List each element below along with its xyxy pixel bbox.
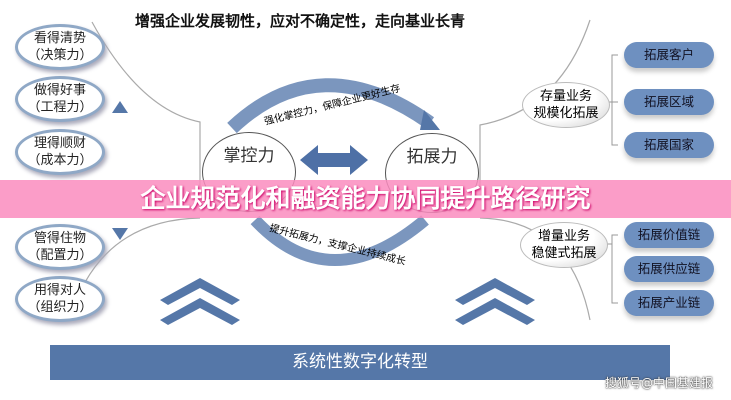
pill-item: 拓展国家	[624, 132, 714, 158]
pill-item: 拓展价值链	[624, 222, 714, 248]
top-arc	[227, 78, 435, 134]
left-item: 做得好事（工程力）	[15, 76, 105, 122]
pill-item: 拓展供应链	[624, 256, 714, 282]
down-triangle-icon	[112, 228, 128, 240]
overlay-title-band: 企业规范化和融资能力协同提升路径研究	[0, 180, 731, 218]
bottom-arc	[250, 215, 429, 266]
chevron-up-icon	[160, 278, 240, 325]
left-item: 管得住物（配置力）	[15, 224, 105, 270]
pill-item: 拓展客户	[624, 42, 714, 68]
top-title: 增强企业发展韧性，应对不确定性，走向基业长青	[134, 12, 465, 30]
pill-item: 拓展区域	[624, 89, 714, 115]
right-group: 存量业务规模化拓展	[522, 82, 610, 128]
left-item: 看得清势（决策力）	[15, 24, 105, 70]
double-arrow-icon	[300, 145, 368, 175]
right-group: 增量业务稳健式拓展	[520, 222, 608, 268]
watermark: 搜狐号@中国基建报	[604, 376, 713, 390]
chevron-up-icon	[455, 278, 535, 325]
left-item: 理得顺财（成本力）	[15, 129, 105, 175]
up-triangle-icon	[112, 101, 128, 113]
bottom-bar: 系统性数字化转型	[50, 345, 670, 380]
pill-item: 拓展产业链	[624, 290, 714, 316]
left-item: 用得对人（组织力）	[15, 276, 105, 322]
